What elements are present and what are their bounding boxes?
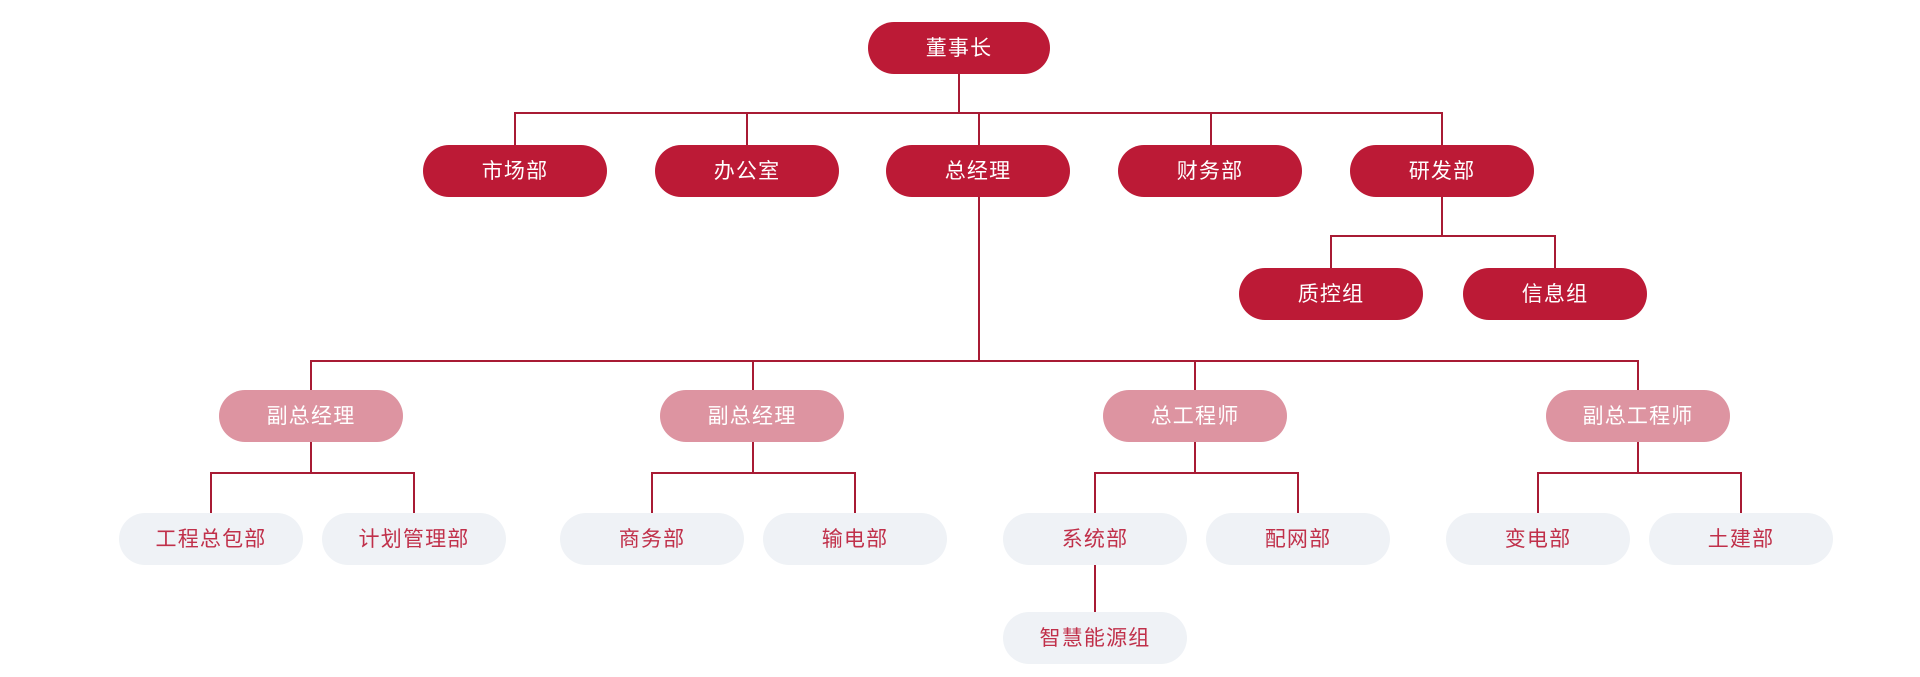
connector-rd-down [1441, 197, 1443, 236]
node-label: 变电部 [1504, 527, 1572, 551]
connector-commerce-dept-up [651, 472, 653, 514]
node-label: 总工程师 [1150, 404, 1240, 428]
connector-civil-dept-up [1740, 472, 1742, 514]
connector-deputy-chief-engineer-children-bus [1537, 472, 1741, 474]
node-chairman[interactable]: 董事长 [868, 22, 1050, 74]
node-label: 副总经理 [707, 404, 797, 428]
connector-system-dept-up [1094, 472, 1096, 514]
node-finance-dept[interactable]: 财务部 [1118, 145, 1302, 197]
node-label: 副总工程师 [1582, 404, 1694, 428]
connector-deputies-bus [310, 360, 1638, 362]
node-label: 工程总包部 [155, 527, 267, 551]
node-label: 系统部 [1061, 527, 1129, 551]
connector-deputy-gm-2-down [752, 442, 754, 473]
node-label: 副总经理 [266, 404, 356, 428]
node-transmission-dept[interactable]: 输电部 [763, 513, 947, 565]
connector-deputy-gm-2-up [752, 360, 754, 391]
node-label: 质控组 [1297, 282, 1365, 306]
node-system-dept[interactable]: 系统部 [1003, 513, 1187, 565]
node-label: 信息组 [1521, 282, 1589, 306]
node-deputy-gm-2[interactable]: 副总经理 [660, 390, 844, 442]
node-label: 输电部 [821, 527, 889, 551]
node-label: 市场部 [481, 159, 549, 183]
connector-plan-mgmt-dept-up [413, 472, 415, 514]
connector-deputy-gm-1-down [310, 442, 312, 473]
node-label: 土建部 [1707, 527, 1775, 551]
connector-system-dept-down [1094, 565, 1096, 613]
connector-general-manager-down [978, 197, 980, 361]
node-rd-dept[interactable]: 研发部 [1350, 145, 1534, 197]
node-substation-dept[interactable]: 变电部 [1446, 513, 1630, 565]
node-label: 总经理 [944, 159, 1012, 183]
connector-finance-up [1210, 112, 1212, 146]
connector-general-manager-up [978, 112, 980, 146]
connector-chief-engineer-down [1194, 442, 1196, 473]
connector-deputy-chief-engineer-down [1637, 442, 1639, 473]
node-label: 董事长 [925, 36, 993, 60]
connector-deputy-chief-engineer-up [1637, 360, 1639, 391]
connector-deputy-gm-1-up [310, 360, 312, 391]
connector-transmission-dept-up [854, 472, 856, 514]
node-plan-mgmt-dept[interactable]: 计划管理部 [322, 513, 506, 565]
node-label: 研发部 [1408, 159, 1476, 183]
connector-chairman-down [958, 74, 960, 113]
connector-qc-group-up [1330, 235, 1332, 269]
connector-distribution-dept-up [1297, 472, 1299, 514]
node-smart-energy-group[interactable]: 智慧能源组 [1003, 612, 1187, 664]
node-label: 财务部 [1176, 159, 1244, 183]
node-chief-engineer[interactable]: 总工程师 [1103, 390, 1287, 442]
node-deputy-chief-engineer[interactable]: 副总工程师 [1546, 390, 1730, 442]
connector-rd-children-bus [1330, 235, 1555, 237]
connector-market-up [514, 112, 516, 146]
node-qc-group[interactable]: 质控组 [1239, 268, 1423, 320]
node-label: 办公室 [713, 159, 781, 183]
connector-office-up [746, 112, 748, 146]
node-label: 商务部 [618, 527, 686, 551]
node-label: 智慧能源组 [1039, 626, 1151, 650]
node-office[interactable]: 办公室 [655, 145, 839, 197]
connector-chief-engineer-up [1194, 360, 1196, 391]
node-label: 计划管理部 [358, 527, 470, 551]
node-label: 配网部 [1264, 527, 1332, 551]
node-general-manager[interactable]: 总经理 [886, 145, 1070, 197]
node-commerce-dept[interactable]: 商务部 [560, 513, 744, 565]
connector-epc-dept-up [210, 472, 212, 514]
node-epc-dept[interactable]: 工程总包部 [119, 513, 303, 565]
connector-chief-engineer-children-bus [1094, 472, 1298, 474]
node-info-group[interactable]: 信息组 [1463, 268, 1647, 320]
node-distribution-dept[interactable]: 配网部 [1206, 513, 1390, 565]
node-market-dept[interactable]: 市场部 [423, 145, 607, 197]
connector-deputy-gm-1-children-bus [210, 472, 414, 474]
connector-substation-dept-up [1537, 472, 1539, 514]
connector-deputy-gm-2-children-bus [651, 472, 855, 474]
connector-rd-up [1441, 112, 1443, 146]
node-civil-dept[interactable]: 土建部 [1649, 513, 1833, 565]
connector-info-group-up [1554, 235, 1556, 269]
node-deputy-gm-1[interactable]: 副总经理 [219, 390, 403, 442]
